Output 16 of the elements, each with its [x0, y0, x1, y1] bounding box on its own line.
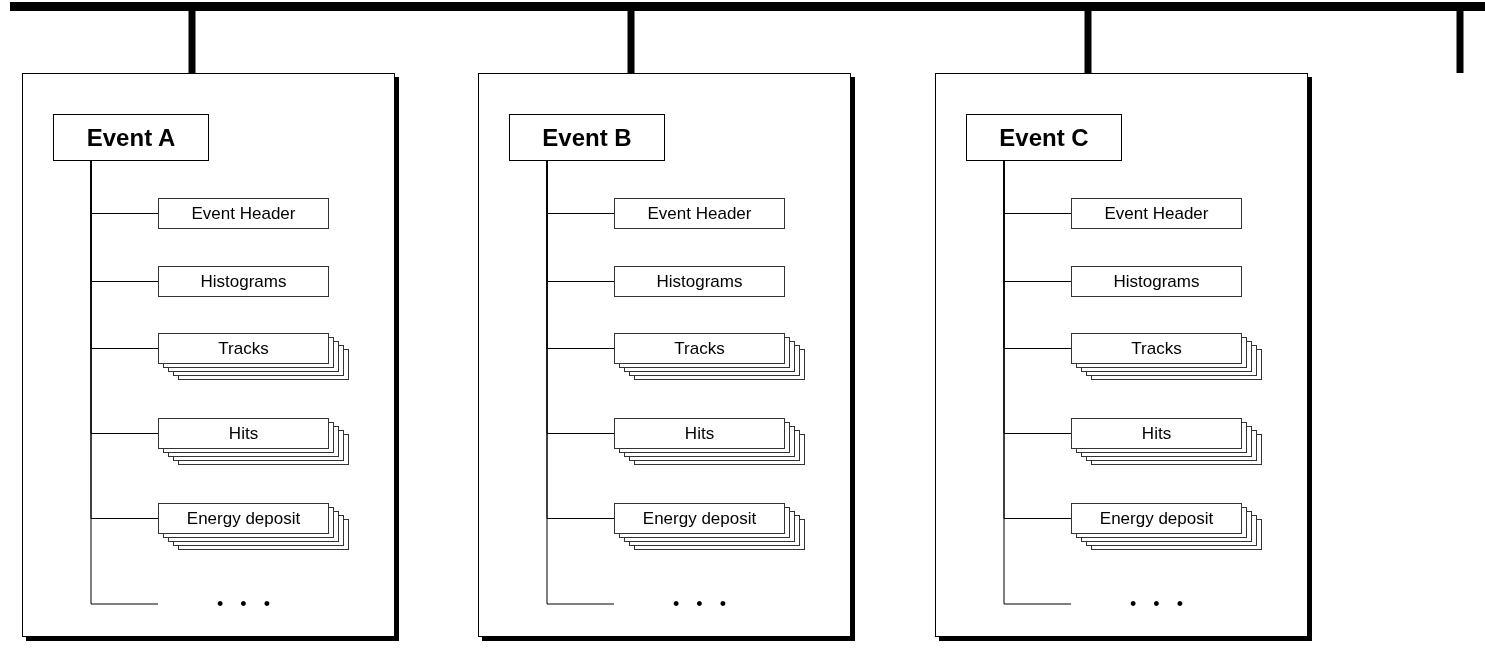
- ellipsis-text: • • •: [158, 590, 329, 618]
- bus-connector: [1084, 11, 1092, 73]
- event-title-box: Event C: [966, 114, 1122, 161]
- event-title-box: Event A: [53, 114, 209, 161]
- bus-connector: [627, 11, 635, 73]
- record-box: Event Header: [158, 198, 329, 229]
- event-title-box: Event B: [509, 114, 665, 161]
- bus-bar: [10, 2, 1485, 11]
- record-box: Histograms: [614, 266, 785, 297]
- record-box: Histograms: [158, 266, 329, 297]
- bus-connector: [188, 11, 196, 73]
- record-box: Histograms: [1071, 266, 1242, 297]
- record-box: Event Header: [1071, 198, 1242, 229]
- ellipsis-text: • • •: [614, 590, 785, 618]
- ellipsis-text: • • •: [1071, 590, 1242, 618]
- record-box: Event Header: [614, 198, 785, 229]
